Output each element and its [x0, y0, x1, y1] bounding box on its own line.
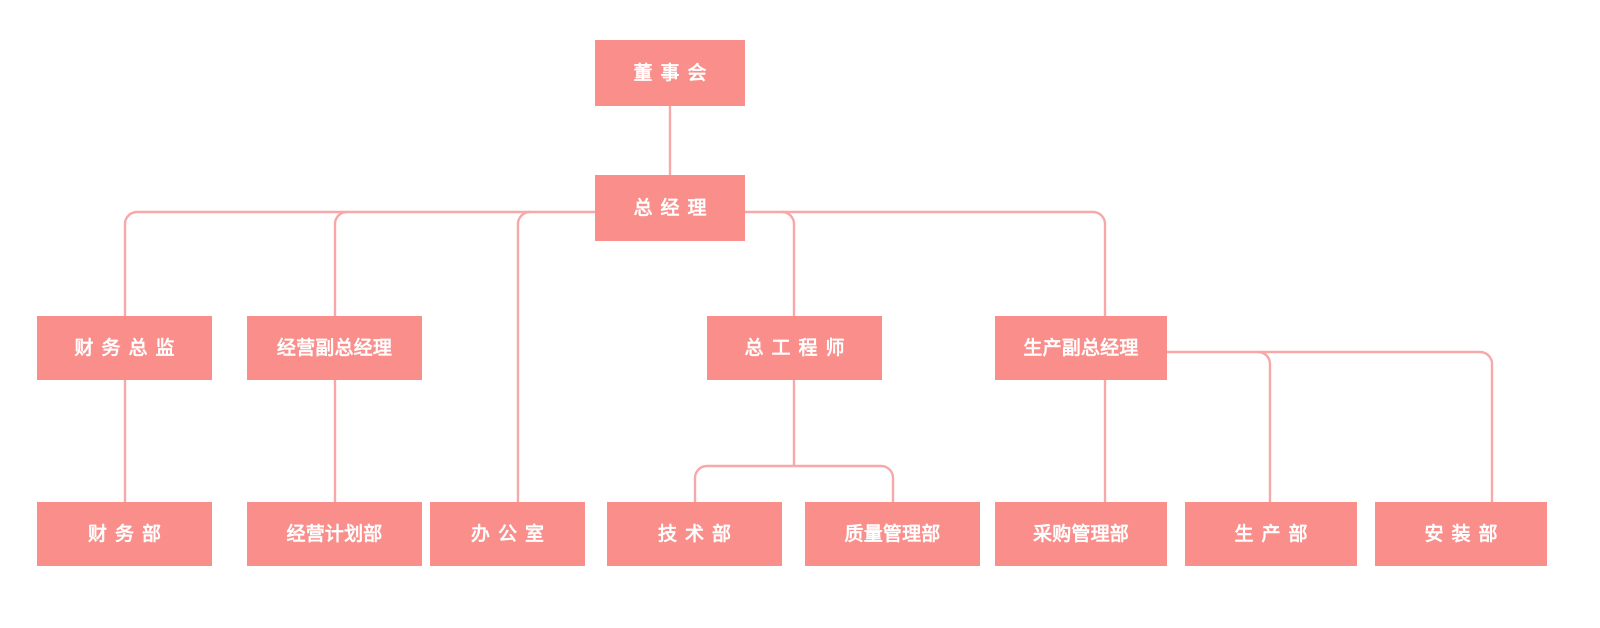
node-procurement-management-dept-label: 采购管理部	[1033, 523, 1129, 545]
edge-gm-to-operations-vp	[333, 210, 348, 316]
node-finance-dept-label: 财务部	[88, 523, 169, 545]
node-operations-vp-label: 经营副总经理	[276, 337, 393, 359]
node-office[interactable]: 办公室	[430, 502, 585, 566]
node-finance-dept[interactable]: 财务部	[37, 502, 212, 566]
node-general-manager-label: 总经理	[633, 197, 715, 219]
node-quality-management-dept-label: 质量管理部	[844, 523, 941, 545]
edge-chief-engineer-to-quality-management-dept	[794, 464, 895, 502]
edge-gm-to-chief-engineer	[781, 210, 796, 316]
node-office-label: 办公室	[471, 523, 552, 545]
node-operations-vp[interactable]: 经营副总经理	[247, 316, 422, 380]
node-chief-engineer[interactable]: 总工程师	[707, 316, 882, 380]
node-technology-dept-label: 技术部	[658, 523, 739, 545]
node-production-dept-label: 生产部	[1234, 523, 1316, 545]
edge-gm-to-office	[516, 210, 531, 502]
node-business-planning-dept-label: 经营计划部	[286, 523, 383, 545]
edge-production-vp-to-production-dept	[1257, 350, 1272, 502]
node-cfo-label: 财务总监	[74, 337, 183, 359]
edge-gm-bus-right	[745, 210, 1107, 316]
node-chief-engineer-label: 总工程师	[744, 337, 853, 359]
node-business-planning-dept[interactable]: 经营计划部	[247, 502, 422, 566]
node-general-manager[interactable]: 总经理	[595, 175, 745, 241]
node-board[interactable]: 董事会	[595, 40, 745, 106]
node-production-vp-label: 生产副总经理	[1023, 337, 1139, 359]
edge-gm-bus-left	[123, 210, 595, 316]
node-cfo[interactable]: 财务总监	[37, 316, 212, 380]
edge-chief-engineer-to-technology-dept	[693, 464, 794, 502]
node-quality-management-dept[interactable]: 质量管理部	[805, 502, 980, 566]
node-technology-dept[interactable]: 技术部	[607, 502, 782, 566]
node-production-dept[interactable]: 生产部	[1185, 502, 1357, 566]
node-installation-dept[interactable]: 安装部	[1375, 502, 1547, 566]
node-production-vp[interactable]: 生产副总经理	[995, 316, 1167, 380]
node-procurement-management-dept[interactable]: 采购管理部	[995, 502, 1167, 566]
edge-production-vp-bus-right	[1167, 350, 1494, 502]
node-installation-dept-label: 安装部	[1424, 523, 1506, 545]
node-board-label: 董事会	[633, 62, 715, 84]
